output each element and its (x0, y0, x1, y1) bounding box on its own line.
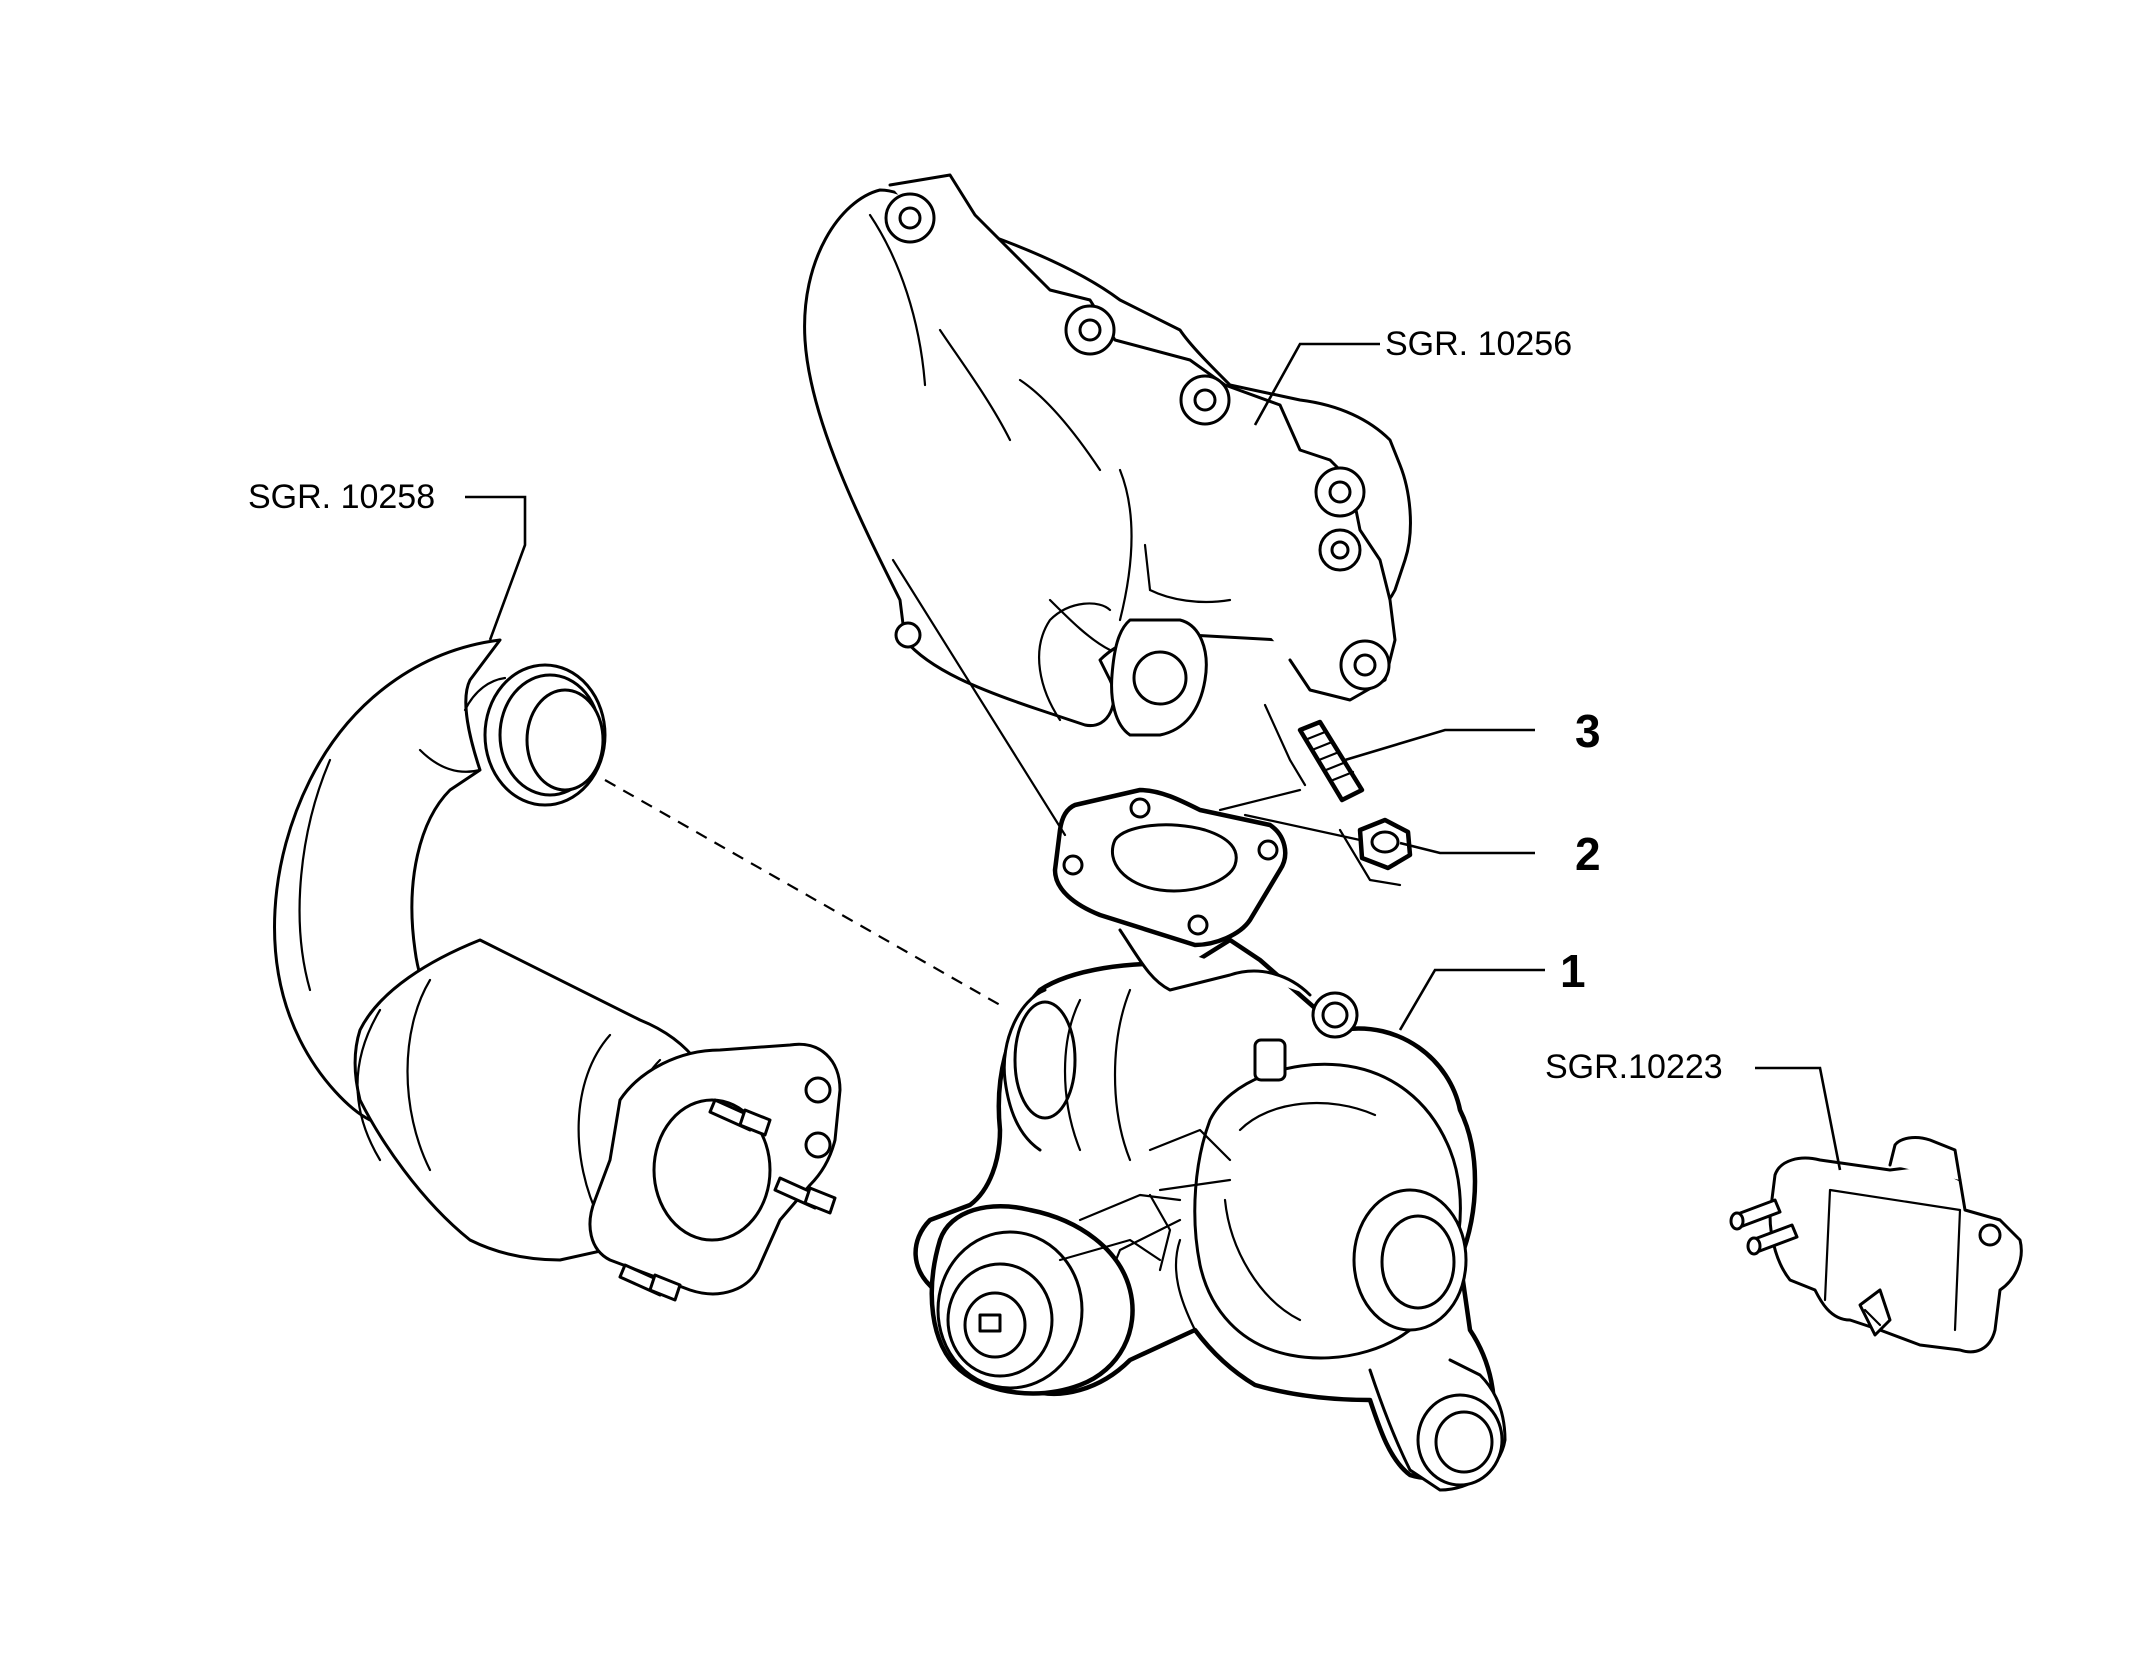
compressor-housing (1193, 1062, 1468, 1360)
ref-label-valve: SGR.10223 (1545, 1048, 1723, 1086)
downpipe-catalyst (273, 638, 842, 1302)
manifold-bolt-boss-4 (1314, 466, 1366, 518)
leader-stud (1344, 728, 1535, 762)
downpipe-inlet-ring (463, 663, 607, 807)
leader-turbocharger (1398, 968, 1545, 1031)
vacuum-solenoid-valve (1729, 1136, 2023, 1354)
manifold-bolt-boss-3 (1179, 374, 1231, 426)
ref-label-downpipe: SGR. 10258 (248, 478, 435, 516)
manifold-outlet-flange (1110, 618, 1208, 737)
leader-valve (1755, 1066, 1842, 1171)
callout-nut: 2 (1575, 828, 1601, 880)
flange-stud-1 (708, 1098, 772, 1137)
callout-turbocharger: 1 (1560, 945, 1586, 997)
manifold-bolt-boss-5 (1318, 528, 1362, 572)
flange-stud-3 (618, 1263, 682, 1302)
nut (1357, 817, 1413, 871)
valve-nozzle-1 (1729, 1198, 1782, 1231)
manifold-bolt-boss-1 (884, 192, 936, 244)
turbine-housing (1002, 988, 1132, 1162)
assembly-dashed-line (604, 779, 1001, 1006)
flange-stud-2 (773, 1176, 837, 1215)
leader-manifold (1253, 342, 1380, 426)
wastegate-actuator (929, 1193, 1182, 1396)
callout-stud: 3 (1575, 705, 1601, 757)
turbo-gasket (1052, 787, 1288, 948)
stud (1297, 719, 1365, 803)
manifold-bolt-boss-6 (1339, 639, 1391, 691)
manifold-bolt-boss-2 (1064, 304, 1116, 356)
valve-nozzle-2 (1746, 1223, 1799, 1256)
exhaust-manifold (803, 173, 1412, 737)
catalyst-outlet-flange (588, 1042, 842, 1296)
turbocharger (913, 928, 1507, 1492)
leader-nut (1399, 841, 1535, 855)
manifold-lower-bolt (894, 621, 922, 649)
leader-downpipe (465, 495, 527, 641)
compressor-outlet (1368, 1358, 1507, 1492)
ref-label-manifold: SGR. 10256 (1385, 325, 1572, 363)
